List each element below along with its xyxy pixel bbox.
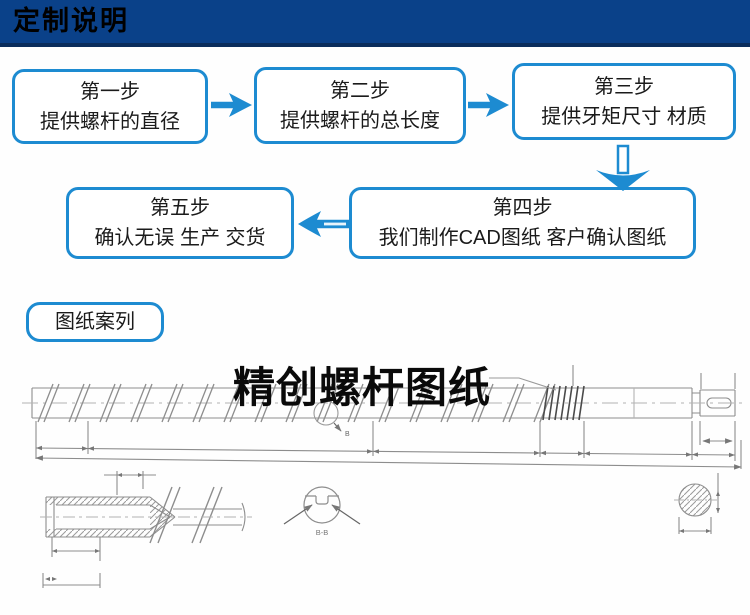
watermark-text: 精创螺杆图纸 xyxy=(233,364,492,411)
step-title: 第三步 xyxy=(594,75,654,98)
tip-section-view xyxy=(40,471,252,588)
step-desc: 我们制作CAD图纸 客户确认图纸 xyxy=(378,227,667,249)
section-bb-label: B-B xyxy=(316,528,329,537)
screw-flights xyxy=(37,383,556,423)
arrow-right-icon xyxy=(468,93,509,117)
header-bar: 定制说明 xyxy=(0,0,750,47)
section-mark-label: B xyxy=(345,431,350,438)
step-desc: 提供螺杆的直径 xyxy=(40,110,180,133)
screw-technical-drawing: B B-B xyxy=(22,365,744,588)
step-desc: 提供牙矩尺寸 材质 xyxy=(541,105,707,128)
arrow-left-icon xyxy=(298,211,350,237)
step-title: 第二步 xyxy=(330,79,390,102)
flow-step-5-box: 第五步 确认无误 生产 交货 xyxy=(66,187,294,259)
detail-circle-marker xyxy=(313,400,339,426)
step-title: 第四步 xyxy=(492,197,553,219)
arrow-down-icon xyxy=(596,144,650,191)
flow-step-2-box: 第二步 提供螺杆的总长度 xyxy=(254,67,466,144)
cross-section-bb-view xyxy=(283,486,361,525)
step-desc: 提供螺杆的总长度 xyxy=(280,109,440,132)
arrow-right-icon xyxy=(211,93,252,117)
drawing-example-label-box: 图纸案列 xyxy=(26,302,164,342)
dense-thread-zone xyxy=(542,385,585,421)
flow-step-3-box: 第三步 提供牙矩尺寸 材质 xyxy=(512,63,736,140)
step-desc: 确认无误 生产 交货 xyxy=(94,227,266,249)
shaft-end-section-view xyxy=(674,473,719,534)
step-title: 第一步 xyxy=(80,80,140,103)
flow-step-1-box: 第一步 提供螺杆的直径 xyxy=(12,69,208,144)
step-title: 第五步 xyxy=(150,197,210,219)
drawing-example-label: 图纸案列 xyxy=(55,311,135,333)
tip-dim-arrowheads xyxy=(45,473,143,581)
main-screw-view xyxy=(22,365,744,470)
page-title: 定制说明 xyxy=(13,6,129,36)
flow-step-4-box: 第四步 我们制作CAD图纸 客户确认图纸 xyxy=(349,187,696,259)
